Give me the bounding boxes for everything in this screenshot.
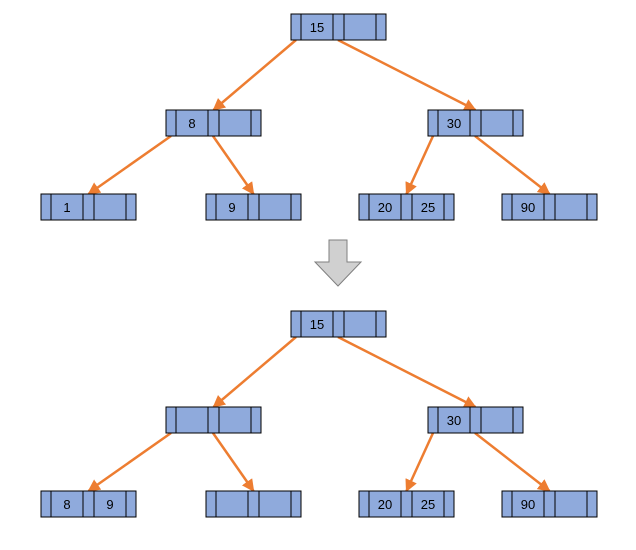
tree-edge-left-lr [211,135,255,196]
tree-edge-right-rl [405,135,435,196]
node-key: 30 [447,116,461,131]
node-key: 15 [310,317,324,332]
tree-node-lr: 9 [205,193,302,221]
tree-node-ll: 1 [40,193,137,221]
tree-node-left [165,406,262,434]
node-box [40,193,137,221]
down-arrow-icon [313,239,363,287]
node-box [40,490,137,518]
node-key: 1 [63,200,70,215]
node-box [501,490,598,518]
node-key: 9 [106,497,113,512]
node-key: 25 [421,200,435,215]
tree-edge-left-lr [211,432,255,493]
node-box [205,193,302,221]
node-key: 15 [310,20,324,35]
tree-edge-left-ll [87,431,172,493]
tree-edge-right-rr [474,135,551,195]
node-key: 90 [521,200,535,215]
node-box [165,406,262,434]
node-key: 90 [521,497,535,512]
tree-node-lr [205,490,302,518]
node-key: 30 [447,413,461,428]
node-key: 8 [63,497,70,512]
node-key: 20 [378,497,392,512]
tree-node-rr: 90 [501,193,598,221]
node-box [427,109,524,137]
node-key: 20 [378,200,392,215]
tree-edge-right-rl [405,432,435,493]
node-key: 8 [188,116,195,131]
tree-node-right: 30 [427,109,524,137]
node-box [358,490,455,518]
node-box [501,193,598,221]
node-box [290,13,387,41]
tree-node-root: 15 [290,310,387,338]
tree-edge-left-ll [87,134,172,196]
node-box [290,310,387,338]
tree-node-rr: 90 [501,490,598,518]
tree-edge-root-right [337,335,477,409]
node-box [358,193,455,221]
node-key: 25 [421,497,435,512]
tree-edge-right-rr [474,432,551,492]
tree-edge-root-left [212,336,297,408]
tree-node-right: 30 [427,406,524,434]
tree-edge-root-right [337,38,477,112]
node-box [427,406,524,434]
node-box [165,109,262,137]
tree-node-root: 15 [290,13,387,41]
node-key: 9 [228,200,235,215]
tree-edge-root-left [212,39,297,111]
node-box [205,490,302,518]
tree-node-left: 8 [165,109,262,137]
